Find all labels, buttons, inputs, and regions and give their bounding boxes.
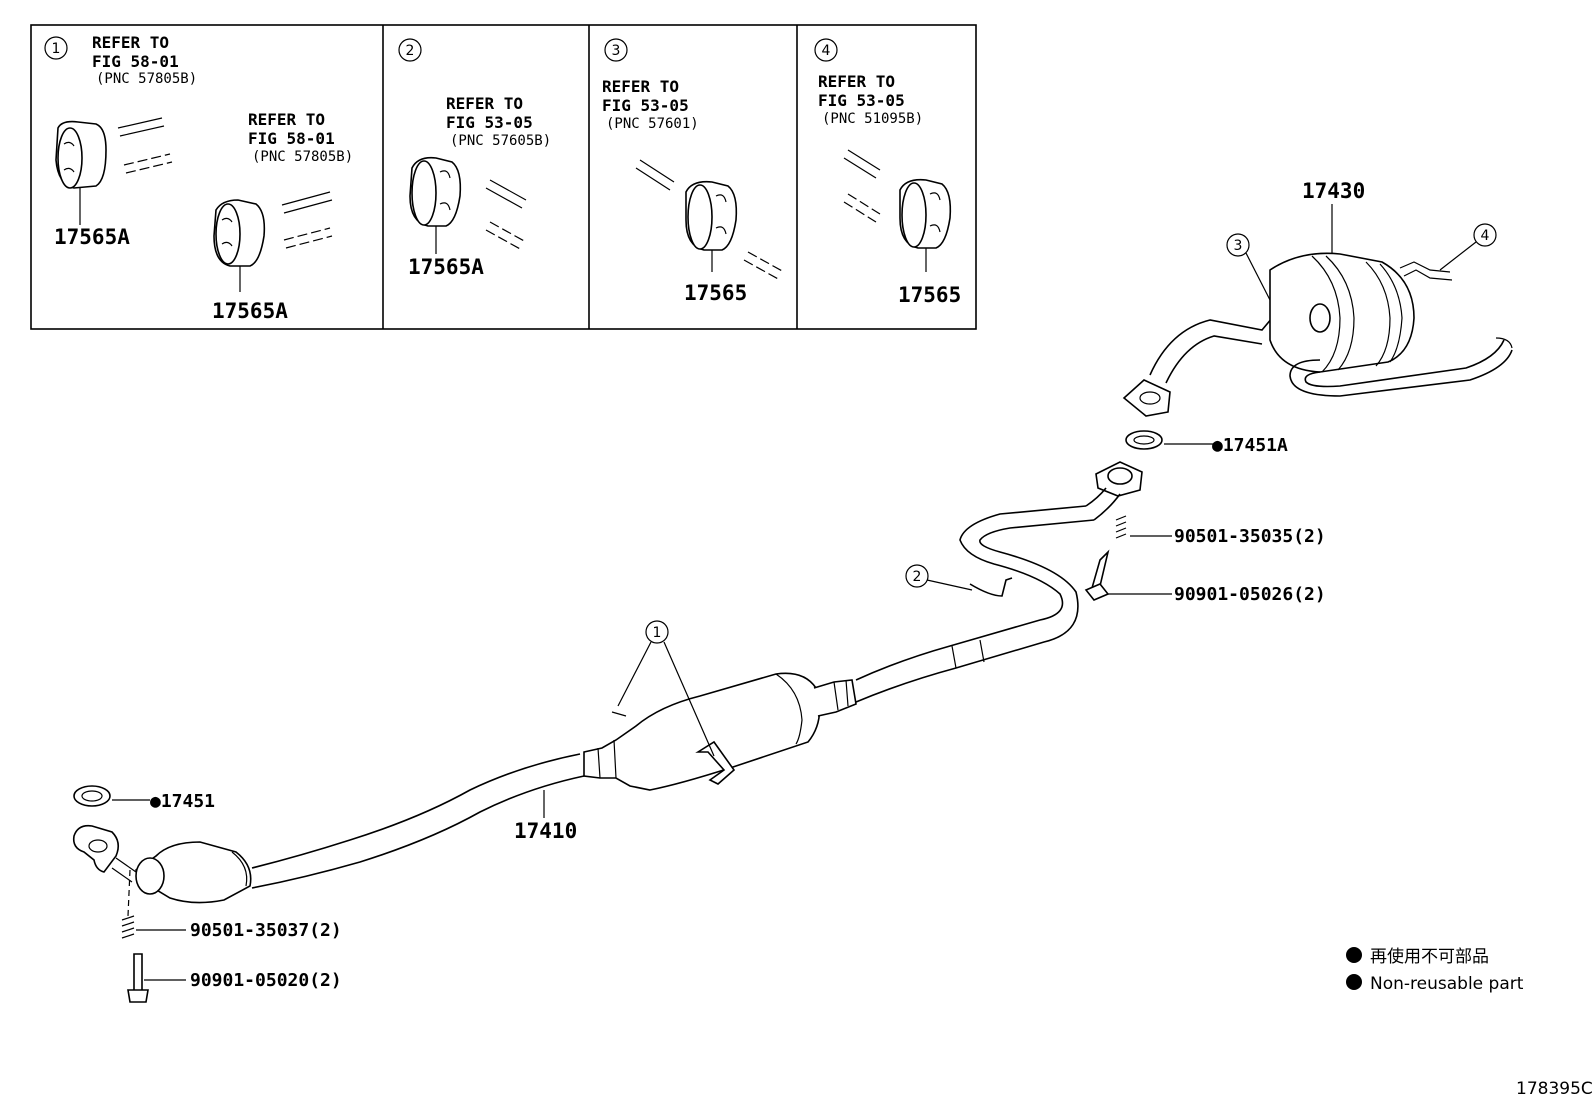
- inset-1-ref-b-line2: FIG 58-01: [248, 129, 335, 148]
- inset-3-ref-line2: FIG 53-05: [602, 96, 689, 115]
- inset-2-ref-line2: FIG 53-05: [446, 113, 533, 132]
- callout-4-number: 4: [1481, 228, 1490, 244]
- legend-line-en: Non-reusable part: [1370, 974, 1524, 994]
- part-label-spring-lower: 90501-35037(2): [190, 920, 342, 941]
- inset-4-number-circle: [814, 38, 838, 62]
- inset-panel: [30, 24, 977, 330]
- lower-flange-hardware: 90501-35037(2) 90901-05020(2): [121, 869, 342, 1003]
- legend-line-ja: 再使用不可部品: [1370, 946, 1489, 967]
- inset-2-number-circle: [398, 38, 422, 62]
- tail-muffler-assembly: 17430 3 4: [1122, 179, 1513, 417]
- callout-3-circle: [1226, 233, 1250, 257]
- callout-2-circle: [905, 564, 929, 588]
- inset-1: 1 REFER TO FIG 58-01 (PNC 57805B) REFER …: [44, 33, 353, 323]
- inset-1-part-b: 17565A: [212, 299, 288, 323]
- part-label-muffler: 17430: [1302, 179, 1365, 203]
- bullet-icon: [1346, 947, 1362, 963]
- gasket-upper: ●17451A: [1125, 430, 1288, 456]
- part-label-pipe: 17410: [514, 819, 577, 843]
- inset-3-number: 3: [612, 43, 621, 59]
- inset-1-ref-a-line1: REFER TO: [92, 33, 169, 52]
- bullet-icon: [1346, 974, 1362, 990]
- rubber-hanger-icon: [213, 199, 266, 267]
- inset-3-part: 17565: [684, 281, 747, 305]
- inset-4-ref-line1: REFER TO: [818, 72, 895, 91]
- rubber-hanger-icon: [685, 180, 738, 251]
- inset-1-number-circle: [44, 36, 68, 60]
- rubber-hanger-icon: [899, 178, 952, 249]
- callout-2-number: 2: [913, 569, 922, 585]
- rubber-hanger-icon: [409, 156, 462, 227]
- inset-1-ref-a-line2: FIG 58-01: [92, 52, 179, 71]
- part-label-bolt-lower: 90901-05020(2): [190, 970, 342, 991]
- upper-flange-hardware: 90501-35035(2) 90901-05026(2): [1084, 461, 1326, 605]
- part-label-spring-upper: 90501-35035(2): [1174, 526, 1326, 547]
- inset-4-part: 17565: [898, 283, 961, 307]
- inset-1-ref-a-pnc: (PNC 57805B): [96, 71, 197, 87]
- inset-1-ref-b-pnc: (PNC 57805B): [252, 149, 353, 165]
- part-label-gasket: ●17451: [150, 791, 215, 812]
- exhaust-pipe-assembly: 1 2 17410: [72, 487, 1121, 904]
- figure-id: 178395C: [1516, 1079, 1592, 1099]
- inset-3-ref-line1: REFER TO: [602, 77, 679, 96]
- inset-3-ref-pnc: (PNC 57601): [606, 116, 699, 132]
- legend: 再使用不可部品 Non-reusable part: [1346, 946, 1524, 994]
- inset-3: 3 REFER TO FIG 53-05 (PNC 57601) 17565: [602, 38, 785, 305]
- inset-2-ref-pnc: (PNC 57605B): [450, 133, 551, 149]
- part-label-bolt-upper: 90901-05026(2): [1174, 584, 1326, 605]
- inset-4-ref-line2: FIG 53-05: [818, 91, 905, 110]
- inset-2-ref-line1: REFER TO: [446, 94, 523, 113]
- inset-4-number: 4: [822, 43, 831, 59]
- gasket-lower: ●17451: [73, 785, 215, 812]
- inset-4: 4 REFER TO FIG 53-05 (PNC 51095B) 17565: [814, 38, 961, 307]
- rubber-hanger-icon: [55, 120, 107, 189]
- callout-1-circle: [645, 620, 669, 644]
- inset-2-number: 2: [406, 43, 415, 59]
- inset-4-ref-pnc: (PNC 51095B): [822, 111, 923, 127]
- inset-2-part: 17565A: [408, 255, 484, 279]
- callout-4-circle: [1473, 223, 1497, 247]
- inset-1-part-a: 17565A: [54, 225, 130, 249]
- inset-1-ref-b-line1: REFER TO: [248, 110, 325, 129]
- part-label-gasket-a: ●17451A: [1212, 435, 1288, 456]
- callout-1-number: 1: [653, 625, 662, 641]
- inset-2: 2 REFER TO FIG 53-05 (PNC 57605B) 17565A: [398, 38, 551, 279]
- inset-1-number: 1: [52, 41, 61, 57]
- inset-3-number-circle: [604, 38, 628, 62]
- callout-3-number: 3: [1234, 238, 1243, 254]
